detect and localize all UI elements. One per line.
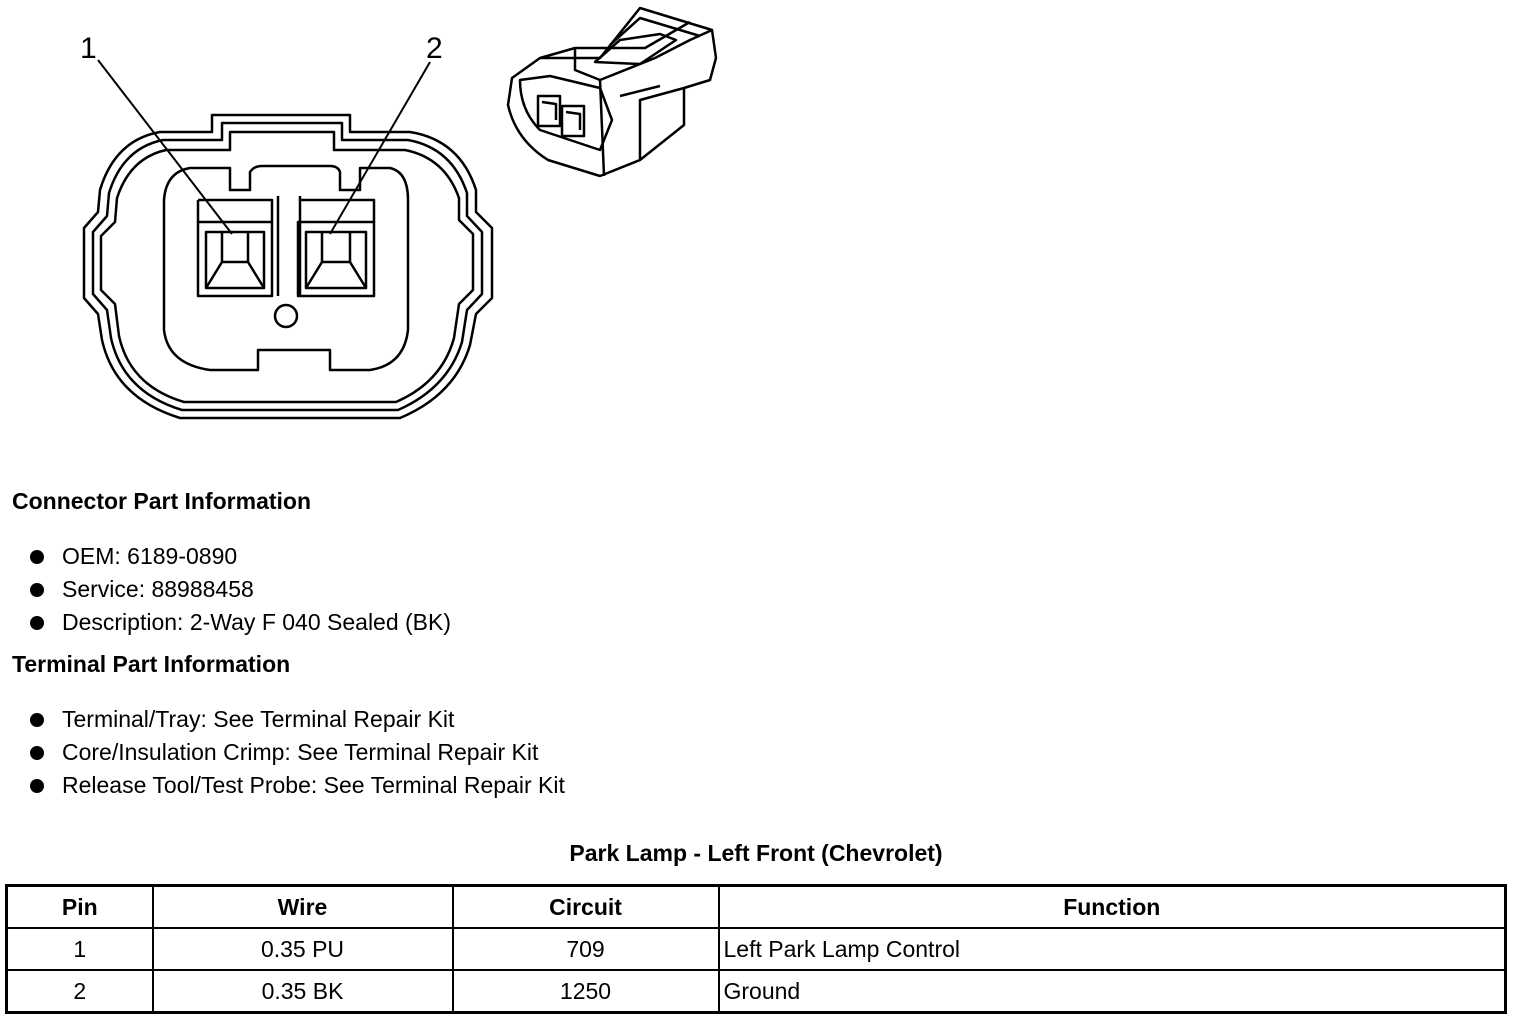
cell-wire: 0.35 PU xyxy=(151,927,454,971)
connector-part-list: OEM: 6189-0890 Service: 88988458 Descrip… xyxy=(30,540,451,639)
connector-housing-inner xyxy=(99,130,475,404)
terminal-part-heading: Terminal Part Information xyxy=(12,651,291,677)
column-header-pin: Pin xyxy=(5,884,154,929)
cell-circuit: 1250 xyxy=(451,969,720,1014)
bullet-icon xyxy=(30,746,44,760)
terminal-2-inner xyxy=(304,230,368,290)
table-header-row: Pin Wire Circuit Function xyxy=(5,884,1507,929)
list-item-text: Core/Insulation Crimp: See Terminal Repa… xyxy=(62,739,539,765)
cell-pin: 2 xyxy=(5,969,154,1014)
polarization-hole xyxy=(273,303,299,329)
terminal-cavity xyxy=(162,164,410,372)
list-item-text: Service: 88988458 xyxy=(62,576,254,602)
cell-circuit: 709 xyxy=(451,927,720,971)
connector-housing-middle xyxy=(91,121,484,412)
terminal-1-inner xyxy=(204,230,266,290)
bullet-icon xyxy=(30,779,44,793)
table-title: Park Lamp - Left Front (Chevrolet) xyxy=(569,840,943,866)
table-row: 2 0.35 BK 1250 Ground xyxy=(5,969,1507,1014)
terminal-part-list: Terminal/Tray: See Terminal Repair Kit C… xyxy=(30,703,565,802)
list-item: Core/Insulation Crimp: See Terminal Repa… xyxy=(30,736,565,769)
leader-line-2 xyxy=(329,61,431,235)
cell-function: Ground xyxy=(717,969,1507,1014)
leader-line-1 xyxy=(97,59,233,235)
bullet-icon xyxy=(30,616,44,630)
pinout-table: Pin Wire Circuit Function 1 0.35 PU 709 … xyxy=(5,884,1507,1014)
terminal-2-detail xyxy=(304,232,368,289)
bullet-icon xyxy=(30,583,44,597)
list-item-text: Terminal/Tray: See Terminal Repair Kit xyxy=(62,706,455,732)
column-header-circuit: Circuit xyxy=(451,884,720,929)
callout-1: 1 xyxy=(80,32,97,65)
list-item: Description: 2-Way F 040 Sealed (BK) xyxy=(30,606,451,639)
cell-wire: 0.35 BK xyxy=(151,969,454,1014)
center-divider xyxy=(276,196,302,296)
terminal-1 xyxy=(196,220,274,298)
cell-pin: 1 xyxy=(5,927,154,971)
bullet-icon xyxy=(30,713,44,727)
connector-diagram xyxy=(82,6,718,420)
bullet-icon xyxy=(30,550,44,564)
connector-3d-illustration xyxy=(506,6,718,178)
list-item: OEM: 6189-0890 xyxy=(30,540,451,573)
column-header-wire: Wire xyxy=(151,884,454,929)
list-item-text: Description: 2-Way F 040 Sealed (BK) xyxy=(62,609,452,635)
list-item-text: OEM: 6189-0890 xyxy=(62,543,238,569)
terminal-1-top xyxy=(196,198,274,222)
cell-function: Left Park Lamp Control xyxy=(717,927,1507,971)
list-item: Service: 88988458 xyxy=(30,573,451,606)
list-item: Terminal/Tray: See Terminal Repair Kit xyxy=(30,703,565,736)
table-row: 1 0.35 PU 709 Left Park Lamp Control xyxy=(5,927,1507,971)
column-header-function: Function xyxy=(717,884,1507,929)
terminal-2-top xyxy=(300,198,376,222)
connector-housing-outer xyxy=(82,113,494,420)
terminal-1-detail xyxy=(204,232,266,289)
list-item: Release Tool/Test Probe: See Terminal Re… xyxy=(30,769,565,802)
connector-part-heading: Connector Part Information xyxy=(12,488,312,514)
callout-2: 2 xyxy=(426,32,443,65)
list-item-text: Release Tool/Test Probe: See Terminal Re… xyxy=(62,772,565,798)
